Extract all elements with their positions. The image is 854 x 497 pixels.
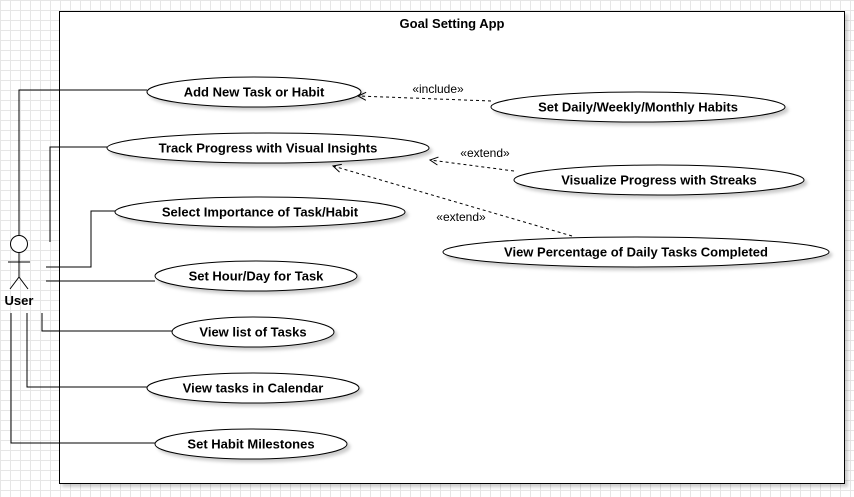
use-case-set-hour-day[interactable]: Set Hour/Day for Task xyxy=(154,260,358,292)
use-case-label: View tasks in Calendar xyxy=(183,381,324,396)
extend-label-percentage: «extend» xyxy=(436,210,486,224)
system-title: Goal Setting App xyxy=(400,16,505,31)
associations xyxy=(10,89,172,444)
association-view-calendar[interactable] xyxy=(26,313,147,388)
use-case-label: View list of Tasks xyxy=(199,325,306,340)
use-case-label: Set Daily/Weekly/Monthly Habits xyxy=(538,100,738,115)
use-case-label: Select Importance of Task/Habit xyxy=(162,205,359,220)
use-case-track-progress[interactable]: Track Progress with Visual Insights xyxy=(106,132,430,164)
actor-label: User xyxy=(5,293,34,308)
use-case-view-percentage[interactable]: View Percentage of Daily Tasks Completed xyxy=(442,236,830,268)
association-select-importance[interactable] xyxy=(46,210,116,268)
use-case-view-calendar[interactable]: View tasks in Calendar xyxy=(146,372,360,404)
association-add-task[interactable] xyxy=(18,89,147,235)
extend-label-streaks: «extend» xyxy=(460,146,510,160)
actor-head xyxy=(10,235,28,253)
use-case-label: Set Habit Milestones xyxy=(187,437,314,452)
actor-user[interactable] xyxy=(8,235,30,290)
include-label: «include» xyxy=(412,82,464,96)
use-case-view-list[interactable]: View list of Tasks xyxy=(171,316,335,348)
use-case-visualize-streaks[interactable]: Visualize Progress with Streaks xyxy=(513,164,805,196)
extend-arrow-streaks[interactable] xyxy=(430,160,515,172)
include-arrow[interactable] xyxy=(358,96,492,102)
dependencies xyxy=(333,96,573,237)
association-set-milestones[interactable] xyxy=(10,313,155,444)
association-track-progress[interactable] xyxy=(49,146,107,242)
use-case-label: Track Progress with Visual Insights xyxy=(159,141,378,156)
use-case-set-habits[interactable]: Set Daily/Weekly/Monthly Habits xyxy=(490,91,786,123)
use-case-label: Add New Task or Habit xyxy=(184,85,325,100)
use-case-label: Set Hour/Day for Task xyxy=(189,269,325,284)
actor-right-leg xyxy=(18,276,29,290)
association-view-list[interactable] xyxy=(41,313,172,332)
use-case-set-milestones[interactable]: Set Habit Milestones xyxy=(154,428,348,460)
use-case-label: View Percentage of Daily Tasks Completed xyxy=(504,245,768,260)
use-case-select-importance[interactable]: Select Importance of Task/Habit xyxy=(114,196,406,228)
actor-left-leg xyxy=(9,276,20,290)
use-case-label: Visualize Progress with Streaks xyxy=(561,173,757,188)
use-case-add-task[interactable]: Add New Task or Habit xyxy=(146,76,362,108)
